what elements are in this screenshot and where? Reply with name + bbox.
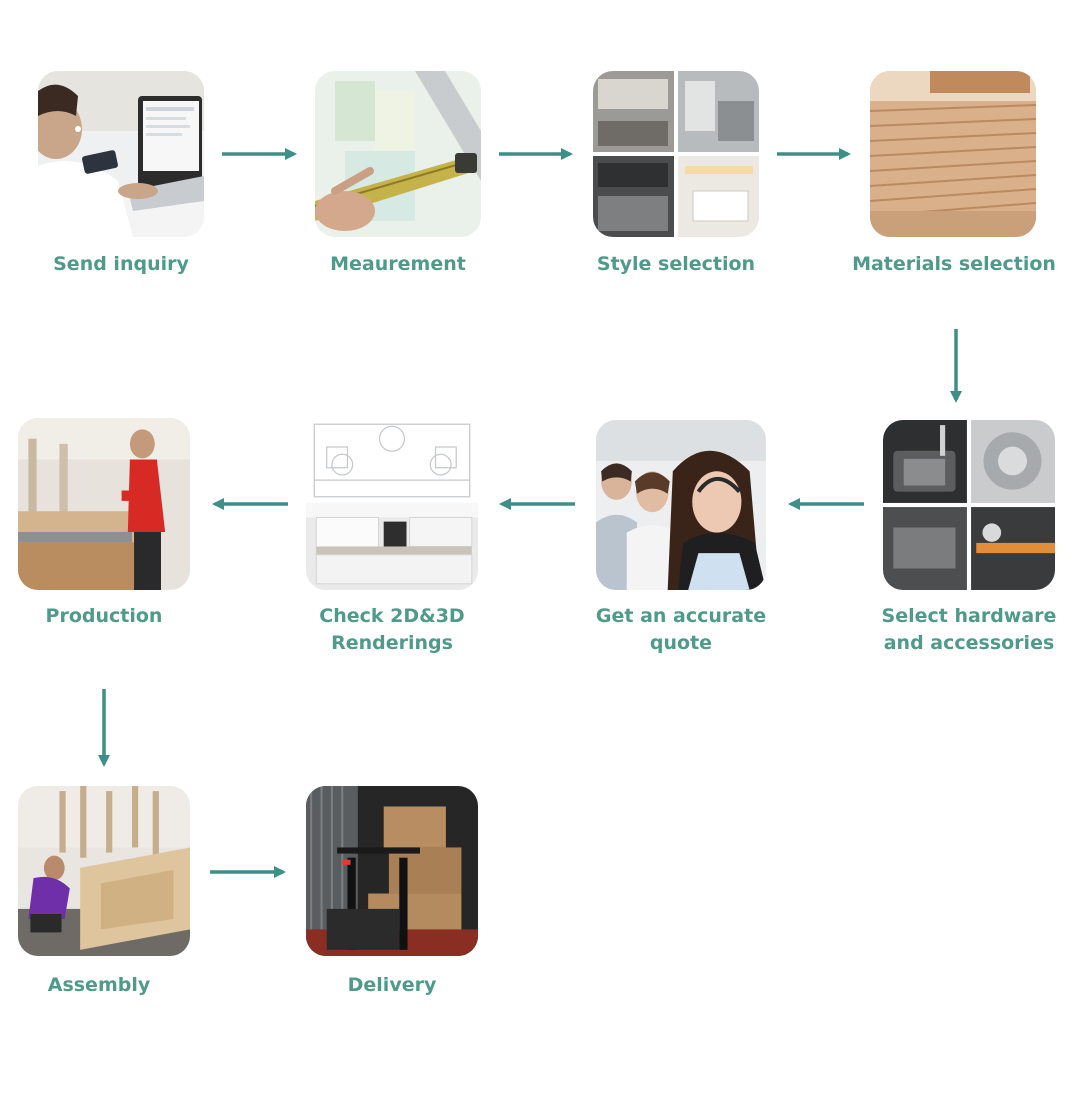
step-label-materials-selection: Materials selection bbox=[852, 253, 1056, 275]
step-label-style-selection: Style selection bbox=[596, 253, 756, 275]
step-label-measurement: Meaurement bbox=[330, 253, 466, 275]
step-label-check-renderings: Check 2D&3D Renderings bbox=[319, 605, 465, 654]
accurate-quote-photo bbox=[596, 420, 766, 590]
step-label-production: Production bbox=[45, 605, 163, 627]
measurement-photo bbox=[315, 71, 481, 237]
step-label-assembly: Assembly bbox=[47, 974, 151, 996]
step-label-accurate-quote: Get an accurate quote bbox=[595, 605, 767, 654]
assembly-photo bbox=[18, 786, 190, 956]
select-hardware-photo bbox=[883, 420, 1055, 590]
send-inquiry-photo bbox=[38, 71, 204, 237]
step-label-send-inquiry: Send inquiry bbox=[53, 253, 189, 275]
check-renderings-photo bbox=[306, 418, 478, 590]
materials-selection-photo bbox=[870, 71, 1036, 237]
delivery-photo bbox=[306, 786, 478, 956]
step-label-select-hardware: Select hardware and accessories bbox=[881, 605, 1057, 654]
style-selection-photo bbox=[593, 71, 759, 237]
production-photo bbox=[18, 418, 190, 590]
step-label-delivery: Delivery bbox=[347, 974, 437, 996]
